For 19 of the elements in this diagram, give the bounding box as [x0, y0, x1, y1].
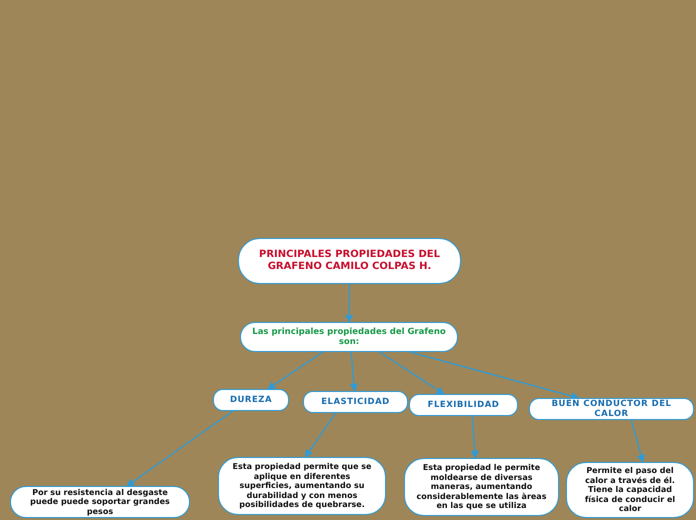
description-box: Permite el paso del calor a través de él. Tiene la capacidad física de conducir el calor: [566, 462, 694, 518]
arrow: [410, 351, 580, 400]
description-box: Por su resistencia al desgaste puede puede soportar grandes pesos: [10, 486, 190, 518]
arrow: [350, 352, 358, 392]
title-box: PRINCIPALES PROPIEDADES DEL GRAFENO CAMILO COLPAS H.: [238, 238, 461, 284]
arrow: [470, 416, 479, 459]
arrow: [345, 284, 354, 323]
property-box: BUEN CONDUCTOR DEL CALOR: [529, 398, 694, 420]
arrow: [304, 412, 336, 458]
arrow: [379, 351, 445, 395]
description-box: Esta propiedad permite que se aplique en diferentes superficies, aumentando su durabilidad y con menos posibilidades de quebrarse.: [218, 457, 386, 515]
description-box: Esta propiedad le permite moldearse de diversas maneras, aumentando considerablemente las àreas en las que se utiliza: [404, 458, 559, 516]
property-box: ELASTICIDAD: [303, 391, 408, 413]
arrow: [630, 420, 645, 463]
arrow: [126, 410, 234, 487]
arrow: [267, 351, 324, 390]
property-box: DUREZA: [213, 389, 289, 411]
intro-box: Las principales propiedades del Grafeno son:: [240, 322, 458, 352]
property-box: FLEXIBILIDAD: [409, 394, 518, 416]
